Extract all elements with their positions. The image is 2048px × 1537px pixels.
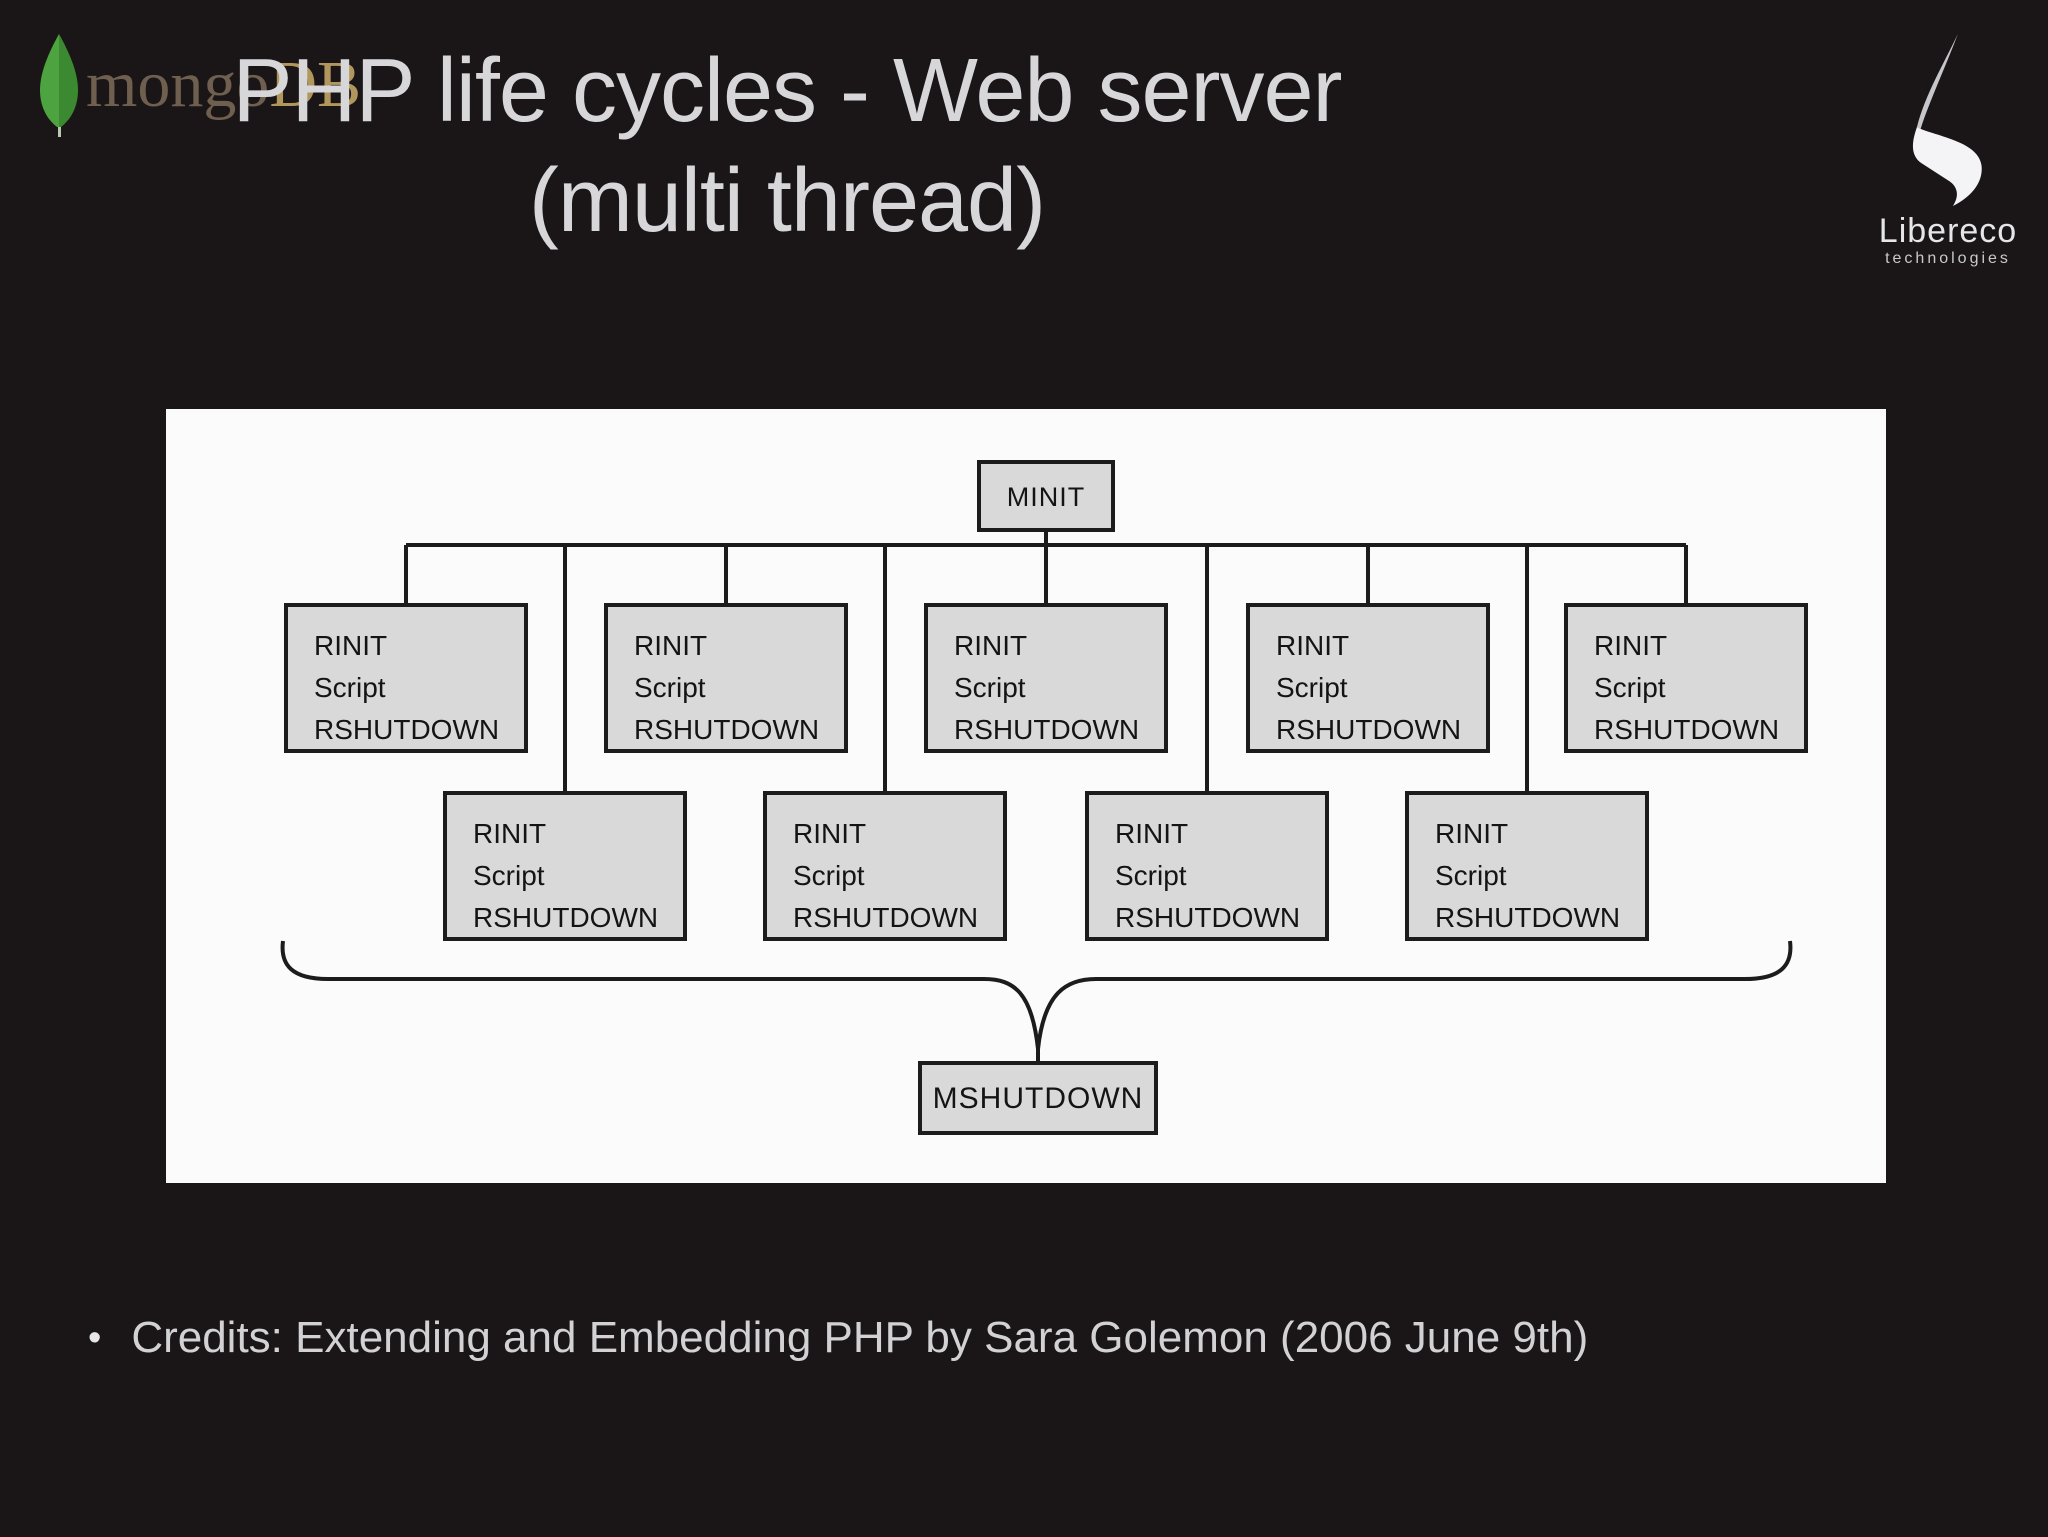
underbrace	[280, 940, 1793, 1063]
bullet-icon: •	[88, 1317, 102, 1359]
label-rinit: RINIT	[473, 818, 546, 849]
worker-box-bottom-2-labels: RINIT Script RSHUTDOWN	[793, 818, 978, 933]
mongodb-wordmark-db: DB	[269, 48, 362, 121]
leaf-left-half	[40, 34, 59, 127]
diagram-panel: MINIT RINIT Script RSHUTDOWN RINIT Scrip…	[166, 409, 1886, 1183]
label-rinit: RINIT	[634, 630, 707, 661]
worker-box-top-2	[604, 603, 848, 753]
libereco-subtitle: technologies	[1885, 250, 2011, 267]
worker-box-top-2-labels: RINIT Script RSHUTDOWN	[634, 630, 819, 745]
label-rshutdown: RSHUTDOWN	[954, 714, 1139, 745]
label-rshutdown: RSHUTDOWN	[314, 714, 499, 745]
worker-box-top-4	[1246, 603, 1490, 753]
label-rshutdown: RSHUTDOWN	[1594, 714, 1779, 745]
worker-box-top-1-labels: RINIT Script RSHUTDOWN	[314, 630, 499, 745]
worker-box-bottom-3-labels: RINIT Script RSHUTDOWN	[1115, 818, 1300, 933]
label-rshutdown: RSHUTDOWN	[1276, 714, 1461, 745]
boxes-group	[284, 460, 1808, 1135]
worker-box-bottom-2	[763, 791, 1007, 941]
credits-line: • Credits: Extending and Embedding PHP b…	[88, 1310, 1998, 1366]
worker-box-bottom-1	[443, 791, 687, 941]
worker-box-top-3	[924, 603, 1168, 753]
label-script: Script	[1276, 672, 1348, 703]
slide-title-line2: (multi thread)	[528, 151, 1046, 251]
mshutdown-label: MSHUTDOWN	[933, 1082, 1144, 1115]
mshutdown-box	[918, 1061, 1158, 1135]
label-script: Script	[314, 672, 386, 703]
worker-box-bottom-3	[1085, 791, 1329, 941]
worker-box-bottom-4	[1405, 791, 1649, 941]
libereco-logo: Libereco technologies	[1872, 34, 2024, 268]
mongodb-wordmark-mongo: mongo	[86, 48, 270, 121]
credits-text: Credits: Extending and Embedding PHP by …	[131, 1313, 1589, 1362]
worker-box-bottom-1-labels: RINIT Script RSHUTDOWN	[473, 818, 658, 933]
label-script: Script	[473, 860, 545, 891]
minit-label: MINIT	[1007, 482, 1086, 512]
swirl-upper-sliver	[1915, 34, 1958, 143]
mongodb-leaf-icon	[40, 34, 78, 137]
label-rinit: RINIT	[1594, 630, 1667, 661]
label-rinit: RINIT	[954, 630, 1027, 661]
mongodb-logo: mongoDB	[36, 30, 361, 140]
worker-box-top-5-labels: RINIT Script RSHUTDOWN	[1594, 630, 1779, 745]
label-rinit: RINIT	[314, 630, 387, 661]
label-rshutdown: RSHUTDOWN	[473, 902, 658, 933]
label-rinit: RINIT	[1276, 630, 1349, 661]
leaf-stem	[58, 127, 61, 137]
label-rinit: RINIT	[1435, 818, 1508, 849]
label-script: Script	[954, 672, 1026, 703]
libereco-name: Libereco	[1878, 212, 2018, 250]
minit-box	[977, 460, 1115, 532]
swirl-lower-ribbon	[1912, 127, 1982, 206]
box-labels: MINIT RINIT Script RSHUTDOWN RINIT Scrip…	[314, 482, 1779, 1115]
label-script: Script	[1594, 672, 1666, 703]
boxes-stroke-group	[284, 460, 1808, 1135]
label-rshutdown: RSHUTDOWN	[793, 902, 978, 933]
libereco-swirl-icon	[1912, 34, 1982, 206]
leaf-right-half	[59, 34, 78, 127]
worker-box-top-1	[284, 603, 528, 753]
label-rshutdown: RSHUTDOWN	[1435, 902, 1620, 933]
label-script: Script	[1435, 860, 1507, 891]
label-script: Script	[1115, 860, 1187, 891]
label-script: Script	[793, 860, 865, 891]
mongodb-wordmark: mongoDB	[86, 52, 361, 118]
label-rinit: RINIT	[793, 818, 866, 849]
worker-box-top-5	[1564, 603, 1808, 753]
label-rshutdown: RSHUTDOWN	[1115, 902, 1300, 933]
label-rinit: RINIT	[1115, 818, 1188, 849]
label-script: Script	[634, 672, 706, 703]
connector-lines	[280, 530, 1793, 1063]
worker-box-bottom-4-labels: RINIT Script RSHUTDOWN	[1435, 818, 1620, 933]
worker-box-top-3-labels: RINIT Script RSHUTDOWN	[954, 630, 1139, 745]
slide-title: PHP life cycles - Web server (multi thre…	[0, 36, 1574, 256]
slide-title-line1: PHP life cycles - Web server	[232, 41, 1343, 141]
label-rshutdown: RSHUTDOWN	[634, 714, 819, 745]
php-lifecycle-diagram: MINIT RINIT Script RSHUTDOWN RINIT Scrip…	[280, 460, 1808, 1135]
worker-box-top-4-labels: RINIT Script RSHUTDOWN	[1276, 630, 1461, 745]
